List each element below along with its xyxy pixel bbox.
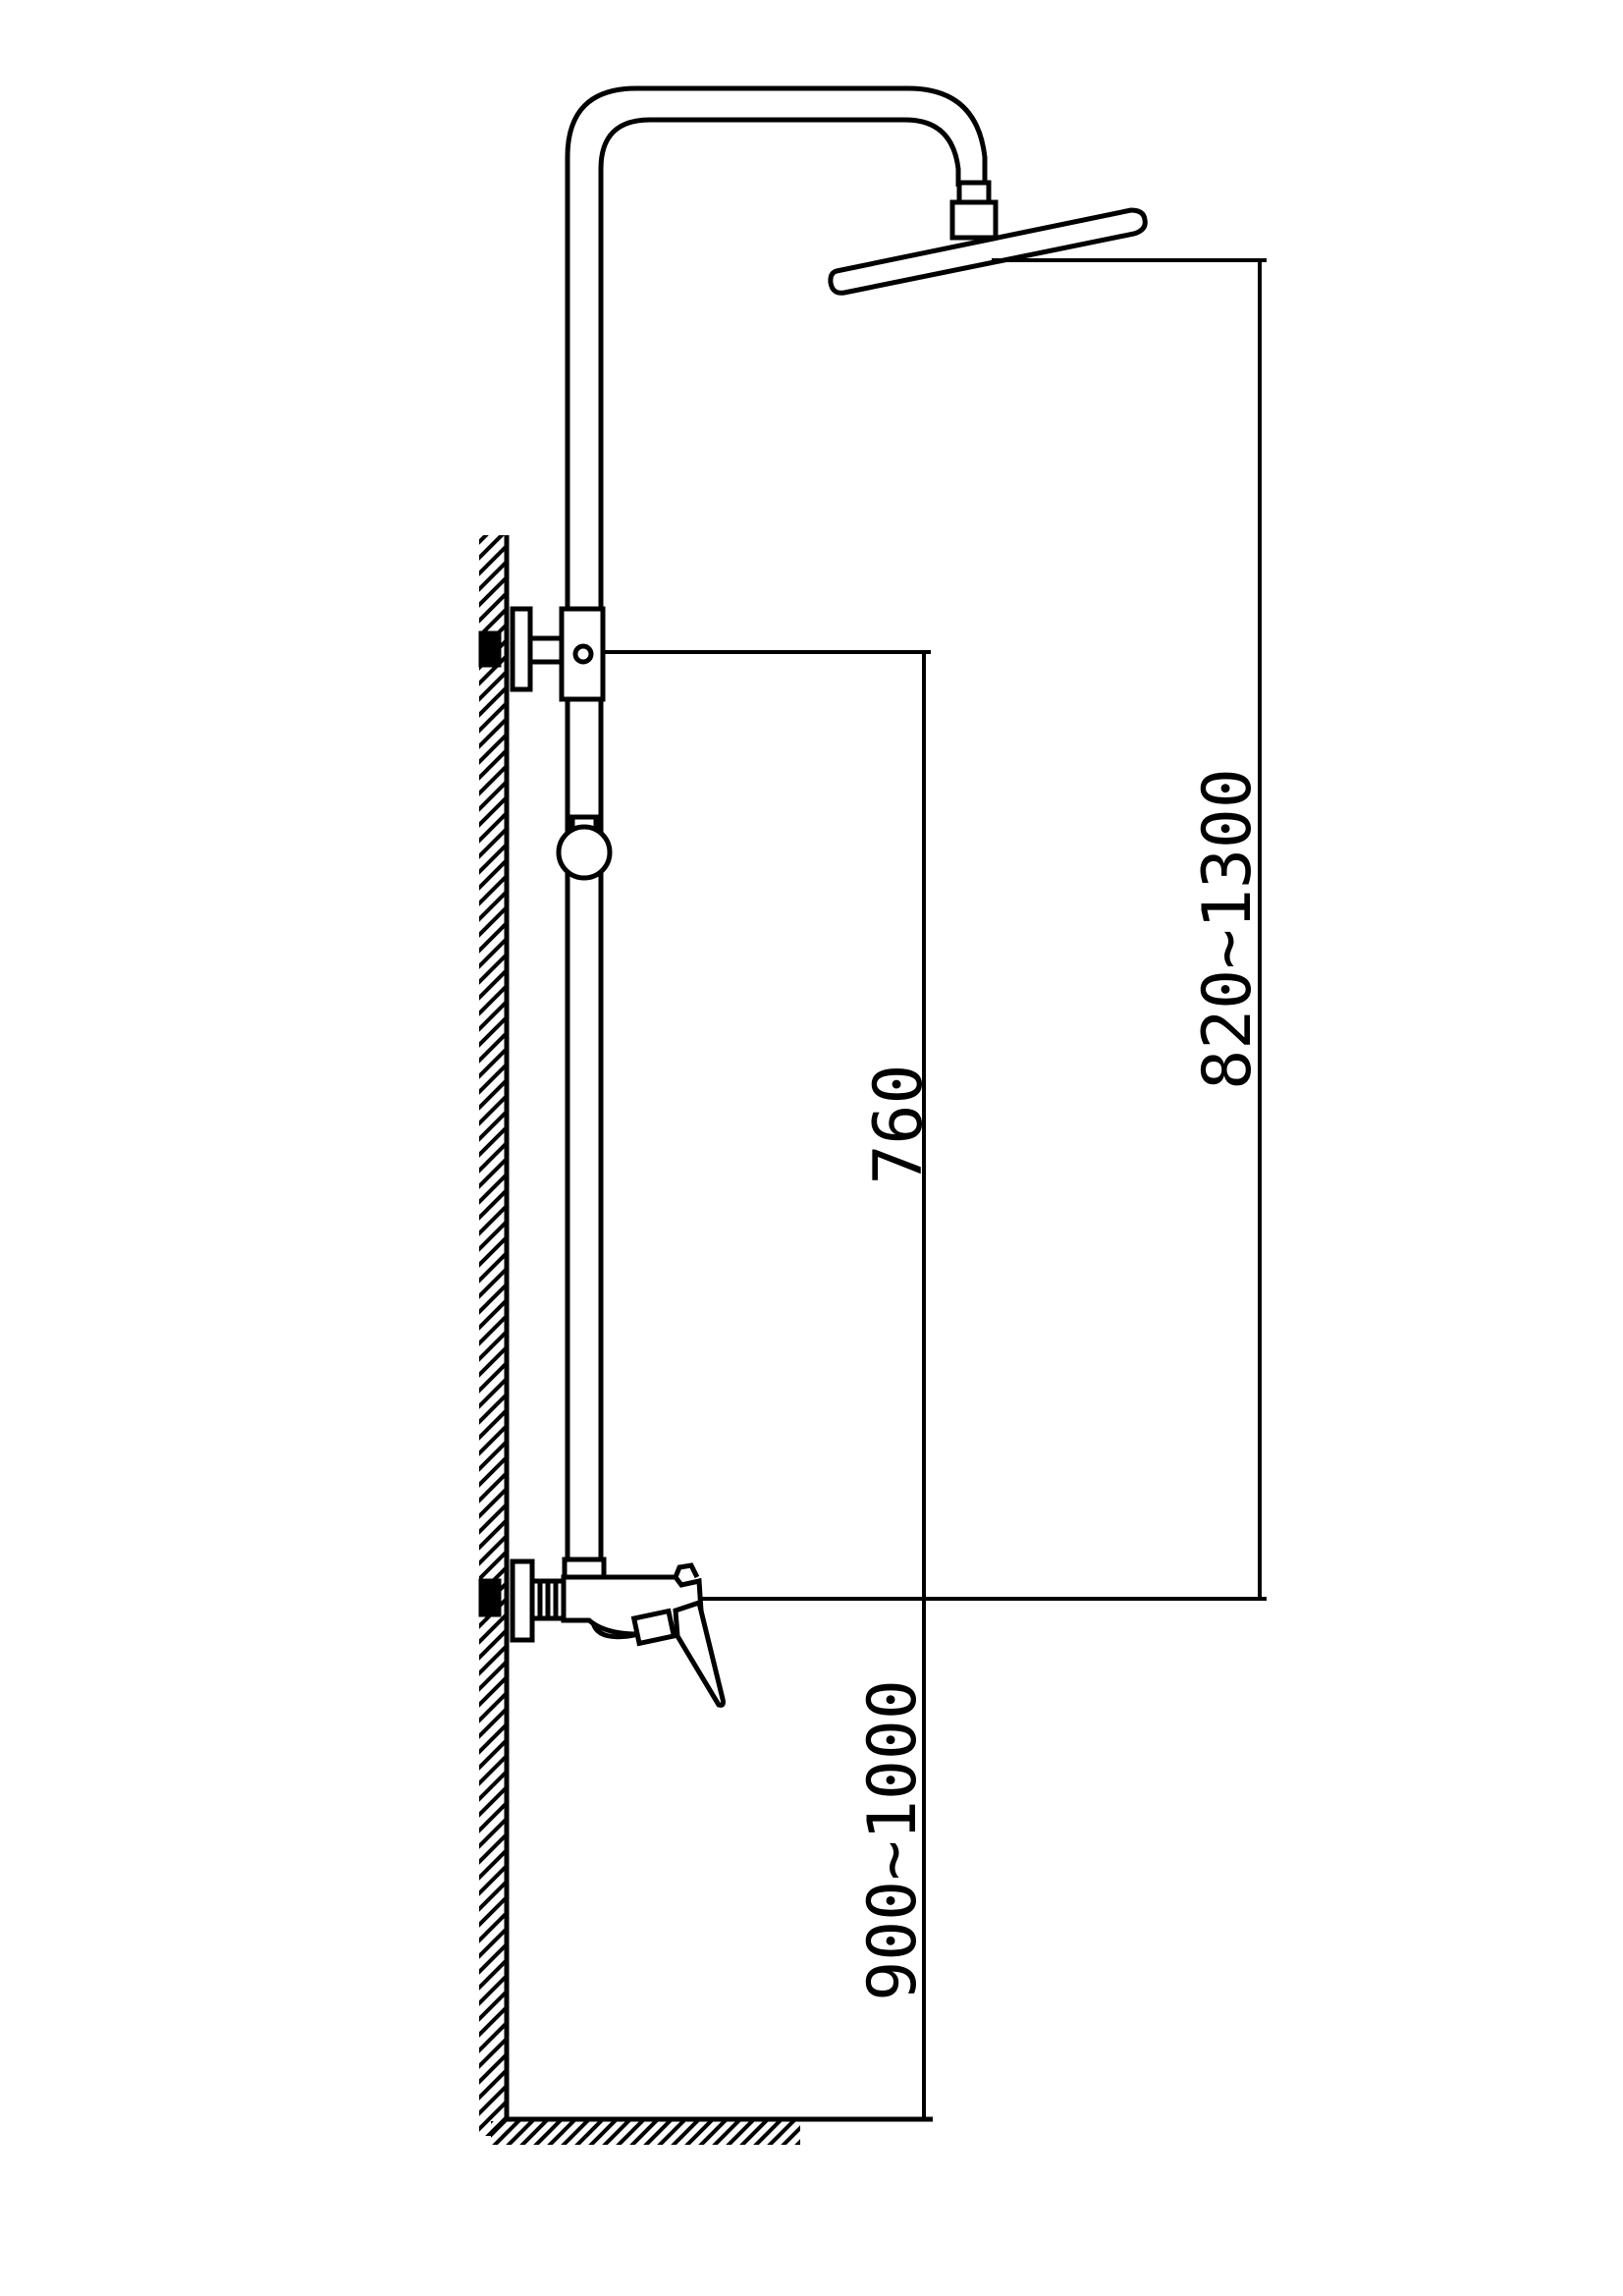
wall-hatching [479, 535, 507, 2136]
dimension-lines [603, 258, 1267, 2121]
mixer-valve [478, 1557, 726, 1708]
floor-hatching [491, 2121, 800, 2145]
mixer-inlet-threads [537, 1581, 559, 1618]
head-swivel [949, 199, 999, 241]
slide-holder [556, 814, 613, 881]
riser-outer-line [565, 85, 988, 1559]
wall [479, 535, 510, 2136]
lower-wall-anchor [478, 1578, 502, 1617]
dimension-head-height: 820~1300 [1189, 768, 1267, 1090]
slide-holder-knob [556, 824, 613, 881]
riser-inner-line [598, 117, 961, 1559]
mixer-cartridge [630, 1608, 677, 1647]
upper-bracket-flange [510, 606, 533, 692]
head-plate [828, 207, 1148, 296]
shower-head [828, 180, 1148, 296]
mixer-flange [510, 1558, 535, 1643]
floor [491, 2116, 933, 2145]
riser-pipe [565, 85, 988, 1559]
dimension-bracket-to-mixer: 760 [860, 1065, 938, 1185]
dimension-mixer-height: 900~1000 [854, 1679, 932, 2001]
upper-bracket-screw [572, 643, 594, 665]
mixer-lever-handle [673, 1599, 726, 1708]
upper-wall-anchor [478, 630, 502, 668]
mixer-top-cap [673, 1562, 700, 1579]
